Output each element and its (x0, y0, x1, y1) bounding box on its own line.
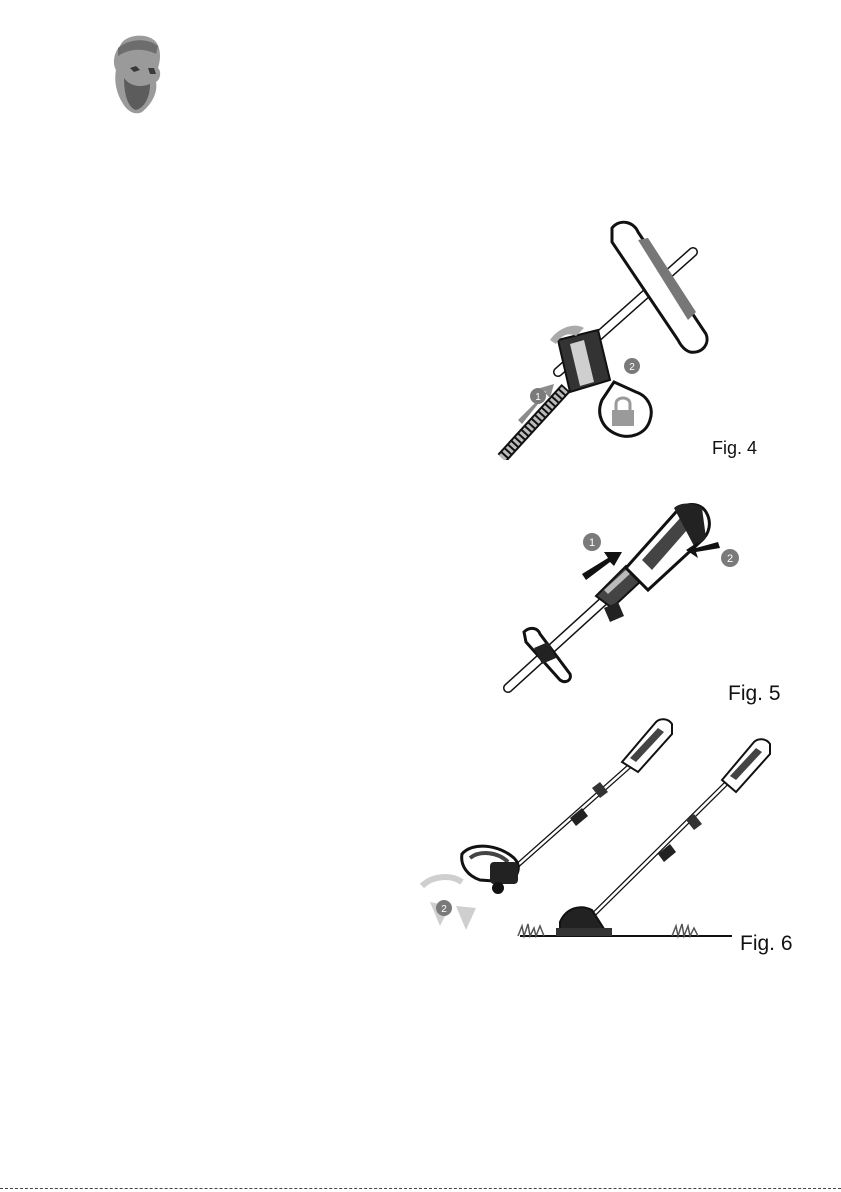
padlock-icon (600, 382, 652, 436)
step-badge-1-label: 1 (535, 392, 541, 403)
figure-4-illustration: 1 2 (488, 212, 728, 460)
figure-5-illustration: 1 2 (500, 498, 750, 698)
step-badge-2-label: 2 (441, 904, 447, 915)
figure-4-caption: Fig. 4 (712, 438, 757, 459)
step-badge-1-label: 1 (589, 537, 595, 549)
figure-6-illustration: 2 (410, 712, 790, 944)
page-bottom-border (0, 1188, 841, 1189)
bearded-head-logo-icon (100, 28, 172, 118)
figure-5-caption: Fig. 5 (728, 682, 781, 706)
trimmer-upright (556, 739, 770, 936)
figure-6-caption: Fig. 6 (740, 932, 793, 956)
step-badge-2-label: 2 (629, 362, 635, 373)
step-badge-2-label: 2 (727, 553, 733, 565)
